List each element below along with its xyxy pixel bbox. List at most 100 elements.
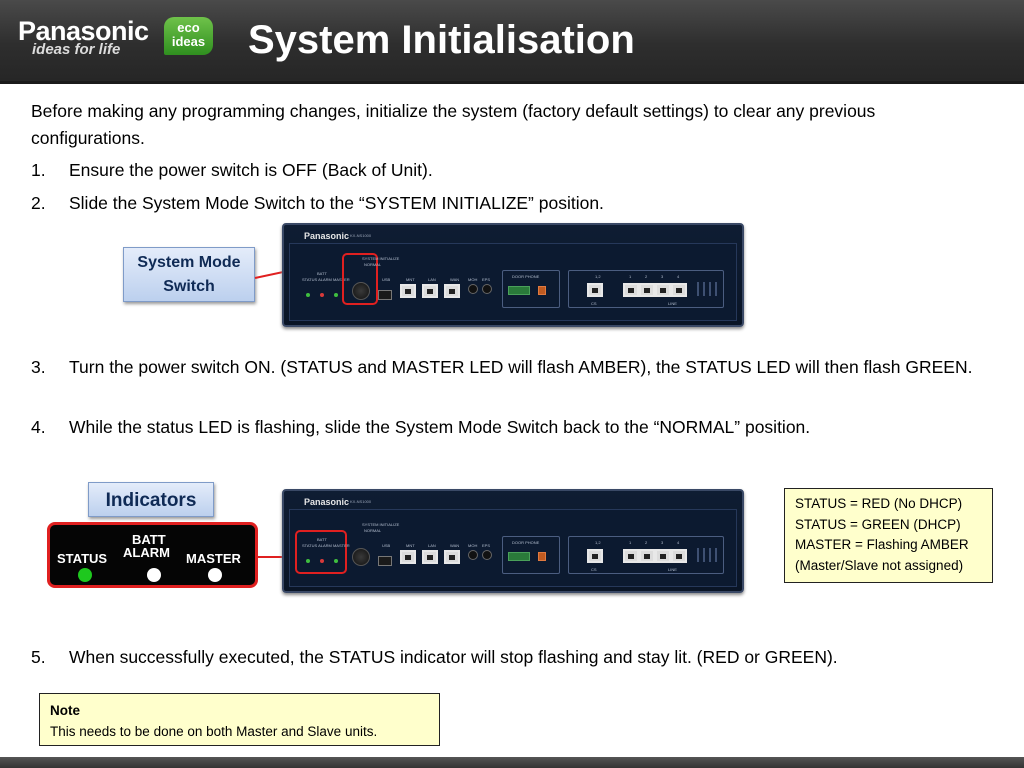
line-led-3 [709,548,711,562]
mnt-port[interactable] [400,284,416,298]
device-front-panel-bottom: Panasonic KX-NS1000 BATT STATUS ALARM MA… [282,489,744,593]
eps-label: EPS [482,277,491,282]
led-labels: STATUS ALARM MASTER [302,277,350,282]
step-number: 1. [31,160,46,180]
step-4: 4. While the status LED is flashing, sli… [31,414,991,441]
line-port-4[interactable] [671,549,687,563]
doorphone-terminal-2[interactable] [538,286,546,295]
normal-label: NORMAL [364,528,382,533]
step-text: Turn the power switch ON. (STATUS and MA… [69,357,973,377]
doorphone-terminal-2[interactable] [538,552,546,561]
cs-port[interactable] [587,283,603,297]
callout-line-2: Switch [163,278,215,295]
lan-label: LAN [428,277,436,282]
step-3: 3. Turn the power switch ON. (STATUS and… [31,354,991,408]
cs-label: CS [591,567,597,572]
moh-jack[interactable] [468,550,478,560]
master-led [334,559,338,563]
doorphone-section [502,270,560,308]
eco-line-1: eco [177,20,200,35]
sys-init-label: SYSTEM INITIALIZE [362,522,400,527]
doorphone-terminal[interactable] [508,552,530,561]
status-legend-box: STATUS = RED (No DHCP) STATUS = GREEN (D… [784,488,993,583]
line-port-3[interactable] [655,549,671,563]
device-brand: Panasonic [304,497,350,507]
status-legend-line-4: (Master/Slave not assigned) [795,557,964,573]
doorphone-terminal[interactable] [508,286,530,295]
line-section [568,536,724,574]
doorphone-section [502,536,560,574]
line-led-2 [703,548,705,562]
sys-init-label: SYSTEM INITIALIZE [362,256,400,261]
line-port-2[interactable] [639,549,655,563]
step-2: 2. Slide the System Mode Switch to the “… [31,190,991,217]
line-port-1[interactable] [623,283,639,297]
line-num-3: 3 [661,540,664,545]
line-port-4[interactable] [671,283,687,297]
line-num-1: 1 [629,540,632,545]
indicator-highlight [295,530,347,574]
note-text: This needs to be done on both Master and… [50,723,378,739]
switch-highlight [342,253,378,305]
status-legend-line-1: STATUS = RED (No DHCP) [795,496,963,511]
step-text: When successfully executed, the STATUS i… [69,647,838,667]
l12-label: 1,2 [595,540,601,545]
status-indicator-label: STATUS [57,551,108,566]
lan-label: LAN [428,543,436,548]
cs-port[interactable] [587,549,603,563]
eps-label: EPS [482,543,491,548]
system-mode-switch[interactable] [352,548,370,566]
device-brand: Panasonic [304,231,350,241]
step-number: 3. [31,357,46,377]
master-indicator-label: MASTER [186,551,241,566]
indicator-arrow [258,556,288,558]
eps-jack[interactable] [482,284,492,294]
doorphone-label: DOOR PHONE [512,540,540,545]
batt-label: BATT [317,537,327,542]
device-model: KX-NS1000 [350,233,372,238]
status-legend-line-3: MASTER = Flashing AMBER [795,537,969,552]
batt-indicator-label: BATT [132,532,166,547]
logo-brand: Panasonic [18,16,149,46]
led-labels: STATUS ALARM MASTER [302,543,350,548]
usb-label: USB [382,543,391,548]
logo-tagline: ideas for life [32,41,121,58]
line-port-3[interactable] [655,283,671,297]
moh-label: MOH [468,543,478,548]
step-number: 2. [31,193,46,213]
mnt-port[interactable] [400,550,416,564]
eco-line-2: ideas [171,34,206,49]
indicators-callout: Indicators [88,482,214,517]
eps-jack[interactable] [482,550,492,560]
line-num-2: 2 [645,274,648,279]
wan-port[interactable] [444,550,460,564]
wan-port[interactable] [444,284,460,298]
line-label: LINE [668,301,677,306]
normal-label: NORMAL [364,262,382,267]
lan-port[interactable] [422,550,438,564]
wan-label: WAN [450,277,460,282]
system-mode-switch[interactable] [352,282,370,300]
note-title: Note [50,703,80,718]
moh-label: MOH [468,277,478,282]
footer-bar [0,757,1024,768]
device-front-panel-top: Panasonic KX-NS1000 BATT STATUS ALARM MA… [282,223,744,327]
alarm-indicator-label: ALARM [123,545,170,560]
line-num-4: 4 [677,274,680,279]
line-port-2[interactable] [639,283,655,297]
line-port-1[interactable] [623,549,639,563]
eco-ideas-badge: eco ideas [164,17,213,55]
moh-jack[interactable] [468,284,478,294]
indicator-closeup-panel: STATUS BATT ALARM MASTER [47,522,258,588]
line-section [568,270,724,308]
intro-paragraph: Before making any programming changes, i… [31,101,876,148]
lan-port[interactable] [422,284,438,298]
usb-port[interactable] [378,290,392,300]
usb-port[interactable] [378,556,392,566]
l12-label: 1,2 [595,274,601,279]
status-legend-line-2: STATUS = GREEN (DHCP) [795,516,961,532]
step-5: 5. When successfully executed, the STATU… [31,644,991,671]
batt-label: BATT [317,271,327,276]
line-num-2: 2 [645,540,648,545]
mnt-label: MNT [406,543,415,548]
